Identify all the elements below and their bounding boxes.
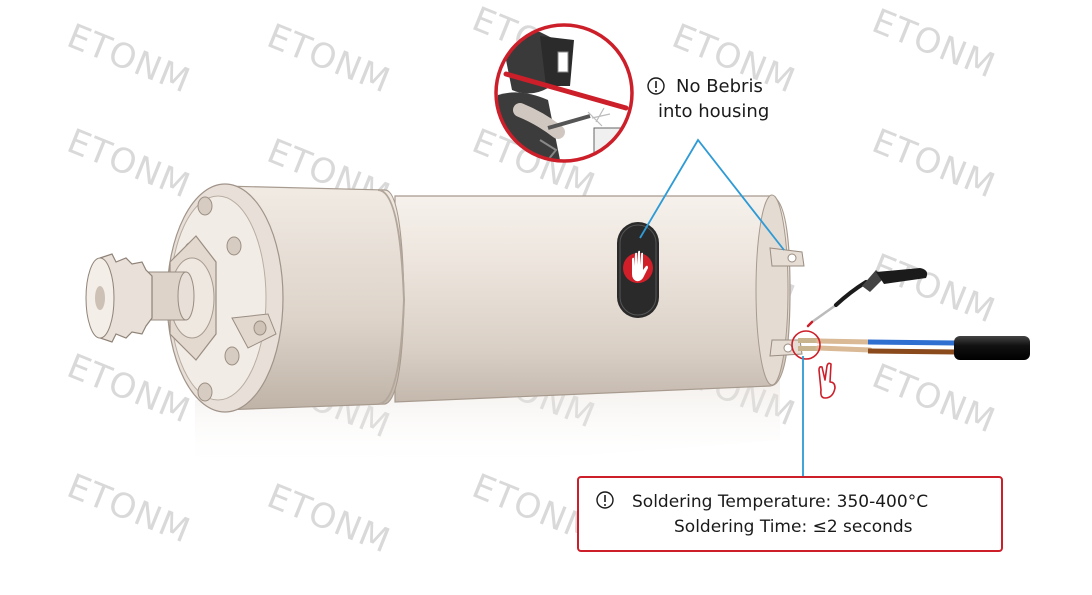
watermark-text: ETONM (62, 121, 196, 206)
lead-cable (815, 336, 1030, 360)
leader-lines (639, 138, 804, 478)
debris-note: No Bebris into housing (647, 76, 769, 122)
debris-note-line2: into housing (658, 101, 769, 122)
gear-motor (85, 183, 820, 413)
solder-point-marker (791, 330, 821, 360)
soldering-callout-box (577, 476, 1003, 552)
soldering-time-text: Soldering Time: ≤2 seconds (674, 517, 913, 537)
cable-jacket (954, 336, 1030, 360)
victory-hand-icon (818, 362, 836, 399)
prohibition-slash (503, 71, 629, 111)
soldering-temperature-text: Soldering Temperature: 350-400°C (632, 492, 928, 512)
soldering-iron-icon (806, 268, 928, 328)
watermark-text: ETONM (262, 476, 396, 561)
wire-brown (867, 348, 957, 355)
hand-stop-icon (623, 250, 653, 283)
watermark-text: ETONM (867, 1, 1001, 86)
soldering-callout: Soldering Temperature: 350-400°C Solderi… (577, 476, 1003, 552)
watermark-text: ETONM (262, 16, 396, 101)
debris-note-line1: No Bebris (676, 76, 763, 97)
prohibition-ring (494, 23, 634, 163)
debris-leader-line (639, 138, 785, 251)
exclamation-circle-icon (596, 491, 614, 509)
watermark-text: ETONM (62, 16, 196, 101)
watermark-text: ETONM (62, 466, 196, 551)
watermark-text: ETONM (867, 246, 1001, 331)
wire-blue (867, 339, 957, 346)
no-welding-prohibition-icon (494, 23, 634, 163)
no-touch-badge (617, 222, 659, 318)
watermark-text: ETONM (867, 121, 1001, 206)
exclamation-circle-icon (647, 77, 665, 95)
watermark-text: ETONM (867, 356, 1001, 441)
